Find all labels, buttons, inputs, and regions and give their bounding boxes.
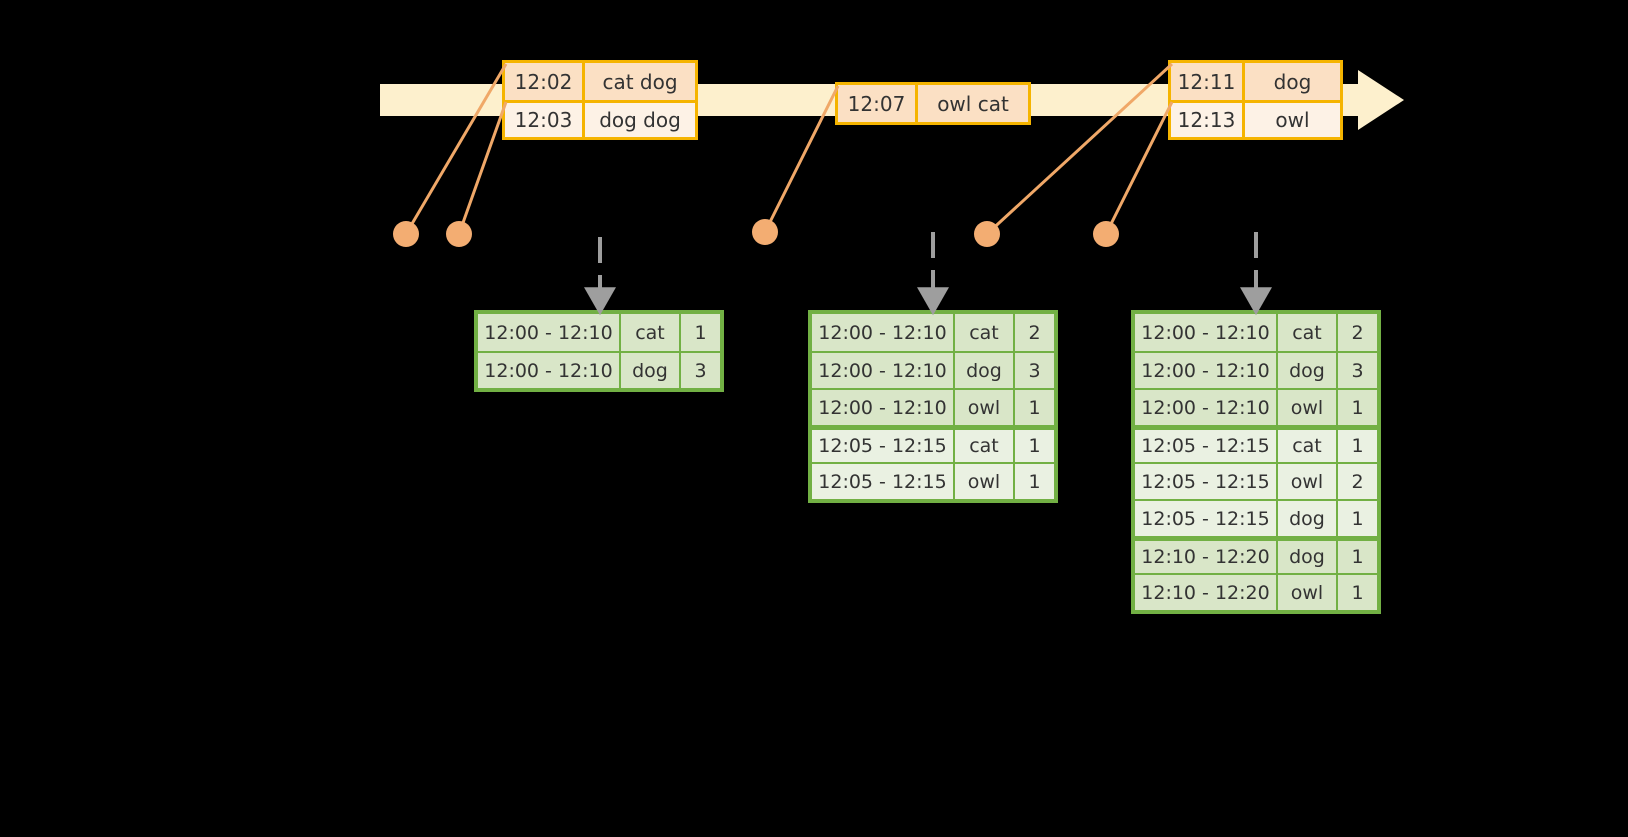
window-cell: 12:00 - 12:10 (1135, 314, 1278, 351)
keyword-cell: cat (1278, 430, 1338, 462)
event-time: 12:03 (505, 103, 585, 137)
count-cell: 1 (1351, 581, 1364, 604)
window-cell: 12:00 - 12:10 (812, 390, 955, 425)
count-cell: 1 (1028, 470, 1041, 493)
keyword-cell: owl (955, 464, 1015, 499)
count-cell: 1 (1028, 396, 1041, 419)
window-cell: 12:00 - 12:10 (812, 314, 955, 351)
event-text: owl (1275, 108, 1310, 132)
connector-dots (393, 219, 1119, 247)
event-row: 12:03 dog dog (505, 100, 695, 137)
timeline-arrow-icon (1358, 70, 1404, 130)
window-cell: 12:05 - 12:15 (1135, 430, 1278, 462)
count-cell: 2 (1028, 321, 1041, 344)
event-box-3[interactable]: 12:11 dog 12:13 owl (1168, 60, 1343, 140)
keyword-cell: dog (1278, 353, 1338, 388)
connector-line-2 (457, 101, 508, 235)
event-dot-4 (974, 221, 1000, 247)
window-cell: 12:10 - 12:20 (1135, 541, 1278, 573)
keyword-cell: cat (621, 314, 681, 351)
keyword-cell: owl (1278, 575, 1338, 610)
count-cell: 1 (694, 321, 707, 344)
event-dot-3 (752, 219, 778, 245)
event-dot-5 (1093, 221, 1119, 247)
count-cell: 1 (1351, 435, 1364, 457)
count-cell: 2 (1351, 470, 1364, 493)
event-text: owl cat (937, 91, 1009, 116)
count-cell: 3 (1351, 359, 1364, 382)
window-cell: 12:05 - 12:15 (1135, 464, 1278, 499)
keyword-cell: owl (1278, 464, 1338, 499)
event-row: 12:13 owl (1171, 100, 1340, 137)
event-time: 12:11 (1171, 63, 1245, 100)
window-cell: 12:10 - 12:20 (1135, 575, 1278, 610)
keyword-cell: dog (1278, 541, 1338, 573)
window-cell: 12:00 - 12:10 (812, 353, 955, 388)
keyword-cell: cat (955, 430, 1015, 462)
event-text: dog (1273, 69, 1312, 94)
event-box-1[interactable]: 12:02 cat dog 12:03 dog dog (502, 60, 698, 140)
keyword-cell: owl (1278, 390, 1338, 425)
event-row: 12:11 dog (1171, 63, 1340, 100)
event-dot-2 (446, 221, 472, 247)
count-cell: 3 (1028, 359, 1041, 382)
event-text: cat dog (602, 69, 678, 94)
event-box-2[interactable]: 12:07 owl cat (835, 82, 1031, 125)
window-cell: 12:00 - 12:10 (1135, 353, 1278, 388)
event-dot-1 (393, 221, 419, 247)
count-cell: 3 (694, 359, 707, 382)
window-cell: 12:05 - 12:15 (1135, 501, 1278, 536)
count-cell: 1 (1351, 396, 1364, 419)
window-cell: 12:00 - 12:10 (478, 314, 621, 351)
count-cell: 1 (1028, 435, 1041, 457)
keyword-cell: cat (955, 314, 1015, 351)
event-row: 12:02 cat dog (505, 63, 695, 100)
keyword-cell: dog (955, 353, 1015, 388)
connector-line-5 (1104, 101, 1174, 235)
window-cell: 12:05 - 12:15 (812, 464, 955, 499)
event-time: 12:02 (505, 63, 585, 100)
count-cell: 1 (1351, 507, 1364, 530)
event-time: 12:07 (838, 85, 918, 122)
event-text: dog dog (599, 108, 681, 132)
count-cell: 1 (1351, 546, 1364, 568)
keyword-cell: dog (621, 353, 681, 388)
window-cell: 12:00 - 12:10 (478, 353, 621, 388)
count-cell: 2 (1351, 321, 1364, 344)
emit-arrows (584, 232, 1272, 316)
keyword-cell: cat (1278, 314, 1338, 351)
window-cell: 12:05 - 12:15 (812, 430, 955, 462)
event-time: 12:13 (1171, 103, 1245, 137)
event-row: 12:07 owl cat (838, 85, 1028, 122)
keyword-cell: dog (1278, 501, 1338, 536)
window-cell: 12:00 - 12:10 (1135, 390, 1278, 425)
keyword-cell: owl (955, 390, 1015, 425)
